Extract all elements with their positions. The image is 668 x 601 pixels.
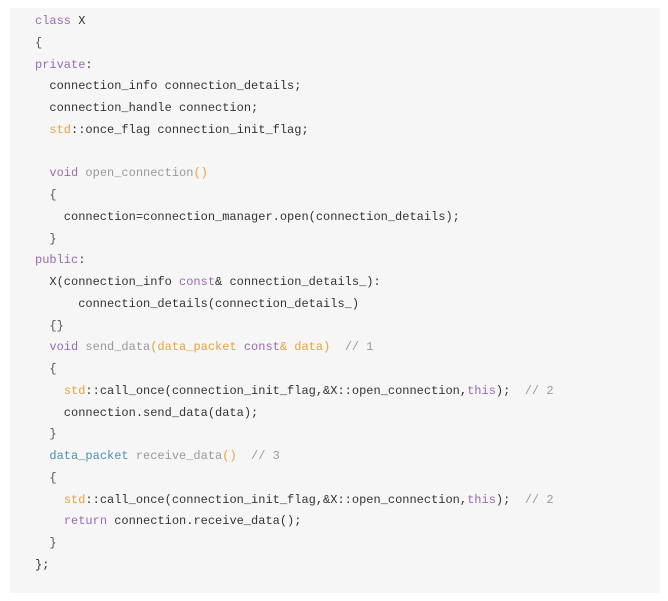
code-token: std (63, 383, 86, 398)
code-token: } (35, 427, 57, 442)
code-token: data_packet (49, 449, 129, 463)
code-token: connection.receive_data(); (107, 514, 302, 529)
code-token: } (35, 231, 57, 246)
code-token: ::call_once(connection_init_flag,&X::ope… (85, 492, 468, 507)
code-token: { (35, 470, 57, 485)
code-line: private: (35, 55, 93, 75)
code-token: void (49, 340, 79, 355)
code-line: } (35, 229, 57, 249)
code-token (35, 493, 64, 507)
code-token: this (467, 383, 496, 398)
code-token: {} (35, 318, 64, 333)
code-token (35, 449, 49, 463)
code-token: { (35, 35, 43, 50)
code-token: () (222, 449, 237, 463)
code-token: std (49, 122, 72, 137)
code-token: { (35, 362, 57, 376)
code-token: std (63, 492, 86, 507)
code-line: } (35, 533, 57, 553)
code-token: & data) (279, 340, 331, 355)
code-token: // 2 (510, 383, 554, 398)
code-line: public: (35, 250, 85, 270)
code-token: (data_packet (150, 340, 244, 355)
code-token: const (243, 340, 280, 355)
code-token: X(connection_info (35, 275, 180, 289)
code-token (35, 123, 49, 137)
code-token: connection_details(connection_details_) (35, 296, 360, 311)
code-token: this (467, 492, 496, 507)
code-token: receive_data (128, 449, 223, 463)
code-token (35, 340, 49, 354)
code-line: std::call_once(connection_init_flag,&X::… (35, 490, 554, 510)
code-line: std::call_once(connection_init_flag,&X::… (35, 381, 554, 401)
code-token: return (63, 514, 108, 529)
code-token (35, 166, 49, 180)
code-token: connection_handle connection; (35, 101, 259, 115)
code-line: return connection.receive_data(); (35, 511, 302, 531)
code-line: { (35, 33, 42, 53)
code-token: X (71, 14, 86, 28)
code-token: } (35, 536, 57, 550)
code-token: send_data (78, 340, 151, 355)
code-token: open_connection (78, 166, 194, 181)
code-token: public (35, 253, 79, 268)
code-token: connection_info connection_details; (35, 79, 302, 94)
code-line: X(connection_info const& connection_deta… (35, 272, 381, 292)
code-token: class (35, 14, 72, 28)
code-token: & connection_details_): (215, 275, 381, 289)
code-line: std::once_flag connection_init_flag; (35, 120, 309, 140)
code-line: { (35, 359, 57, 379)
code-token: const (179, 275, 216, 289)
code-line: { (35, 468, 57, 488)
code-token: connection=connection_manager.open(conne… (35, 209, 460, 224)
code-token: private (35, 57, 86, 72)
code-line: connection=connection_manager.open(conne… (35, 207, 460, 227)
code-line: connection.send_data(data); (35, 403, 258, 423)
code-token: }; (35, 557, 50, 572)
code-line: void send_data(data_packet const& data) … (35, 337, 374, 357)
code-token: () (193, 166, 208, 181)
code-token: { (35, 188, 57, 202)
code-token: : (85, 57, 93, 72)
code-block: class X { private: connection_info connect… (10, 8, 660, 593)
code-token: ); (495, 383, 511, 398)
code-line: { (35, 185, 57, 205)
code-token (35, 384, 64, 398)
code-token: : (78, 253, 86, 268)
code-token: // 2 (510, 492, 554, 507)
code-token: // 1 (330, 340, 374, 355)
code-line: connection_details(connection_details_) (35, 294, 359, 314)
code-token: ); (495, 492, 511, 507)
code-token (35, 514, 64, 528)
code-line: data_packet receive_data() // 3 (35, 446, 280, 466)
code-line: connection_handle connection; (35, 98, 258, 118)
code-line: class X (35, 11, 85, 31)
code-token: void (49, 166, 79, 181)
code-token: // 3 (236, 449, 280, 463)
code-token: ::call_once(connection_init_flag,&X::ope… (85, 383, 468, 398)
code-line: void open_connection() (35, 163, 208, 183)
code-line: } (35, 424, 57, 444)
code-token: ::once_flag connection_init_flag; (71, 122, 309, 137)
code-line: {} (35, 316, 64, 336)
code-line: connection_info connection_details; (35, 76, 301, 96)
code-token: connection.send_data(data); (35, 405, 259, 420)
code-line: }; (35, 555, 49, 575)
